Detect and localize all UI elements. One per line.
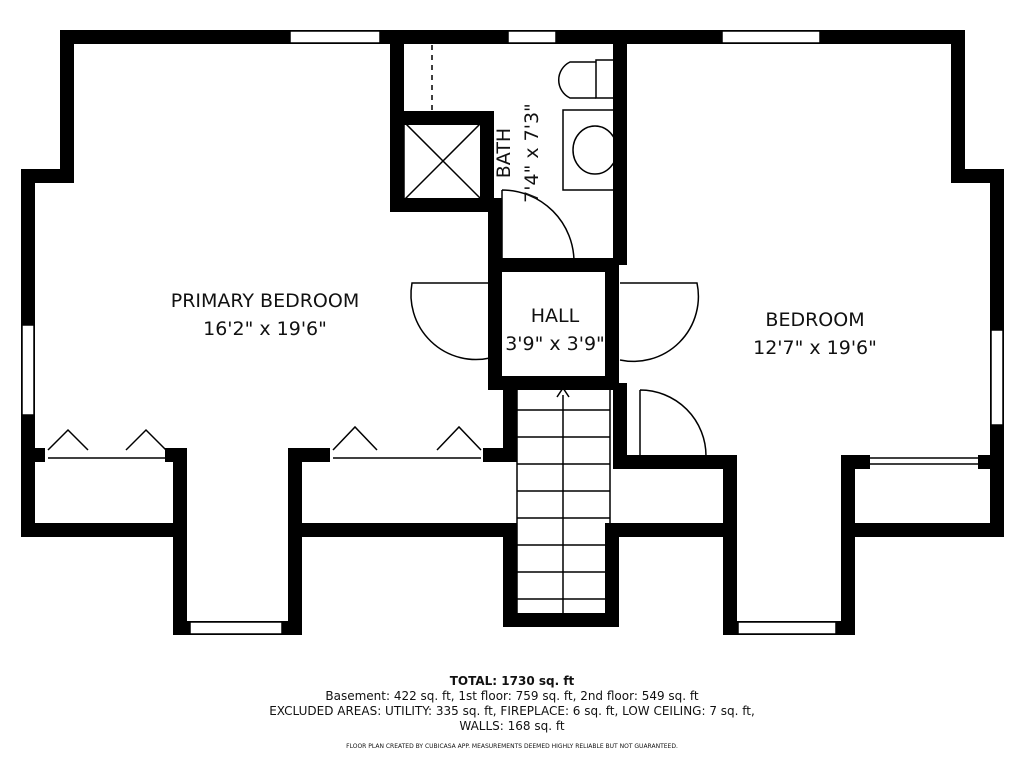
room-dims: 16'2" x 19'6" — [203, 318, 327, 340]
closet-wall-right — [613, 383, 737, 530]
room-name: HALL — [530, 305, 580, 327]
room-primary-bedroom: PRIMARY BEDROOM 16'2" x 19'6" — [130, 287, 400, 343]
total-area: TOTAL: 1730 sq. ft — [449, 674, 575, 688]
floor-areas: Basement: 422 sq. ft, 1st floor: 759 sq.… — [325, 689, 699, 703]
room-hall: HALL 3'9" x 3'9" — [495, 302, 615, 358]
room-name: BEDROOM — [765, 309, 865, 331]
room-bedroom: BEDROOM 12'7" x 19'6" — [700, 306, 930, 362]
windows — [21, 30, 1004, 635]
room-name: BATH — [493, 127, 515, 179]
room-bath: BATH 7'4" x 7'3" — [490, 58, 560, 248]
disclaimer: FLOOR PLAN CREATED BY CUBICASA APP. MEAS… — [346, 743, 678, 750]
room-dims: 7'4" x 7'3" — [521, 103, 543, 203]
room-dims: 3'9" x 3'9" — [505, 333, 605, 355]
shower-wall — [397, 111, 494, 205]
excluded-areas: EXCLUDED AREAS: UTILITY: 335 sq. ft, FIR… — [269, 704, 755, 718]
fixtures — [47, 45, 978, 618]
bath-wall — [390, 37, 619, 390]
walls-area: WALLS: 168 sq. ft — [459, 719, 565, 733]
room-dims: 12'7" x 19'6" — [753, 337, 877, 359]
room-name: PRIMARY BEDROOM — [170, 290, 360, 312]
